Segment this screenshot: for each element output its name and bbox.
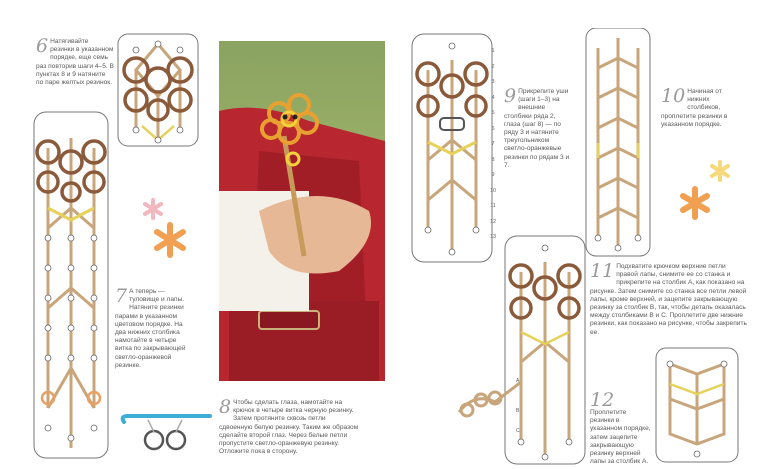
loom-diagram-step-11: A B C <box>457 235 586 465</box>
row-number: 13 <box>489 234 497 240</box>
step-number: 6 <box>36 35 49 57</box>
asterisk-decoration-yellow <box>710 160 730 182</box>
step-text: Подхватите крючком верхние петли правой … <box>590 263 747 336</box>
loom-label-c: C <box>516 428 520 434</box>
step-number: 10 <box>661 85 686 107</box>
row-number: 12 <box>489 218 497 225</box>
photo-pencil-topper <box>219 41 385 381</box>
loom-diagram-step-7 <box>33 111 109 459</box>
step-number: 9 <box>504 85 517 107</box>
loom-label-b: B <box>516 408 520 414</box>
row-numbers: 1 2 3 4 5 6 7 8 9 10 11 12 13 <box>489 44 497 246</box>
step-9: 9 Прикрепите уши (шаги 1–3) на внешние с… <box>504 85 572 170</box>
asterisk-decoration-pink <box>143 198 163 220</box>
row-number: 7 <box>491 141 495 147</box>
asterisk-decoration-orange <box>680 186 710 220</box>
step-number: 12 <box>590 389 615 411</box>
row-number: 8 <box>491 156 495 163</box>
step-7: 7 А теперь — туловище и лапы. Натяните р… <box>115 285 189 370</box>
loom-diagram-step-12 <box>655 347 739 463</box>
step-text: А теперь — туловище и лапы. Натяните рез… <box>115 288 186 369</box>
step-text: Чтобы сделать глаза, намотайте на крючок… <box>219 399 359 456</box>
step-6: 6 Натягивайте резинки в указанном порядк… <box>36 35 114 87</box>
row-number: 4 <box>491 94 495 101</box>
row-number: 11 <box>490 203 496 209</box>
row-number: 1 <box>491 48 495 54</box>
step-12: 12 Проплетите резинки в указанном порядк… <box>590 389 652 466</box>
loom-diagram-step-10 <box>585 28 651 257</box>
step-8: 8 Чтобы сделать глаза, намотайте на крюч… <box>219 396 359 456</box>
step-text: Прикрепите уши (шаги 1–3) на внешние сто… <box>504 88 570 169</box>
hook-illustration <box>120 414 212 451</box>
step-10: 10 Начиная от нижних столбиков, проплети… <box>661 85 733 129</box>
step-text: Начиная от нижних столбиков, проплетите … <box>661 88 728 128</box>
step-number: 8 <box>219 396 232 418</box>
loom-diagram-step-9 <box>411 33 493 263</box>
step-text: Натягивайте резинки в указанном порядке,… <box>36 38 114 87</box>
step-number: 11 <box>590 260 615 282</box>
loom-diagram-step-6 <box>117 33 199 147</box>
row-number: 3 <box>491 79 495 85</box>
step-text: Проплетите резинки в указанном порядке, … <box>590 409 651 466</box>
row-number: 6 <box>491 125 495 132</box>
row-number: 9 <box>491 172 495 178</box>
asterisk-decoration-large <box>154 222 186 258</box>
row-number: 10 <box>489 187 497 194</box>
row-number: 2 <box>491 63 495 70</box>
loom-label-a: A <box>516 378 520 384</box>
row-number: 5 <box>491 110 495 116</box>
step-number: 7 <box>115 285 128 307</box>
step-11: 11 Подхватите крючком верхние петли прав… <box>590 260 748 337</box>
